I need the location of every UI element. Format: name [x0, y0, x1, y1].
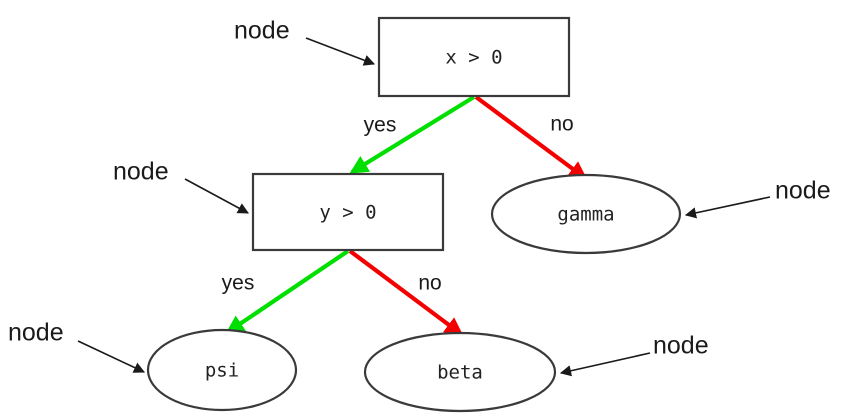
edge-inner-no: [348, 249, 464, 336]
annotation-label-root: node: [234, 17, 290, 45]
annotation-psi-line: [77, 340, 146, 373]
annotation-label-group: node node node node node: [8, 17, 831, 360]
node-gamma[interactable]: gamma: [490, 173, 682, 255]
edge-root-yes-line: [349, 95, 476, 174]
edge-group: [225, 95, 588, 336]
edge-label-inner-yes: yes: [222, 272, 255, 295]
node-root-rect[interactable]: [377, 16, 571, 98]
annotation-root-line: [305, 37, 376, 66]
annotation-label-psi: node: [8, 319, 64, 347]
node-root[interactable]: x > 0: [377, 16, 571, 98]
edge-label-group: yes no yes no: [222, 113, 574, 295]
edge-inner-no-line: [348, 249, 464, 336]
node-gamma-ellipse[interactable]: [490, 173, 682, 255]
node-psi[interactable]: psi: [146, 328, 298, 412]
edge-inner-yes-line: [225, 249, 350, 334]
node-beta-label: beta: [437, 362, 483, 384]
node-beta[interactable]: beta: [363, 331, 557, 413]
annotation-beta-line: [559, 352, 651, 377]
annotation-label-beta: node: [653, 332, 709, 360]
annotation-label-inner: node: [113, 158, 169, 186]
annotation-gamma-line: [684, 196, 771, 219]
edge-inner-yes: [225, 249, 350, 334]
edge-root-no: [474, 95, 588, 180]
node-root-label: x > 0: [445, 47, 502, 69]
edge-label-root-no: no: [550, 113, 573, 136]
edge-label-inner-no: no: [418, 272, 441, 295]
node-psi-label: psi: [205, 360, 239, 382]
node-psi-ellipse[interactable]: [146, 328, 298, 412]
annotation-label-gamma: node: [775, 177, 831, 205]
edge-root-yes: [349, 95, 476, 174]
node-inner-label: y > 0: [319, 202, 376, 224]
node-beta-ellipse[interactable]: [363, 331, 557, 413]
annotation-inner-line: [184, 178, 249, 214]
node-inner-rect[interactable]: [251, 172, 445, 252]
node-inner[interactable]: y > 0: [251, 172, 445, 252]
edge-root-no-line: [474, 95, 588, 180]
annotation-line-group: [77, 37, 771, 377]
edge-label-root-yes: yes: [364, 114, 397, 137]
node-gamma-label: gamma: [557, 204, 614, 226]
